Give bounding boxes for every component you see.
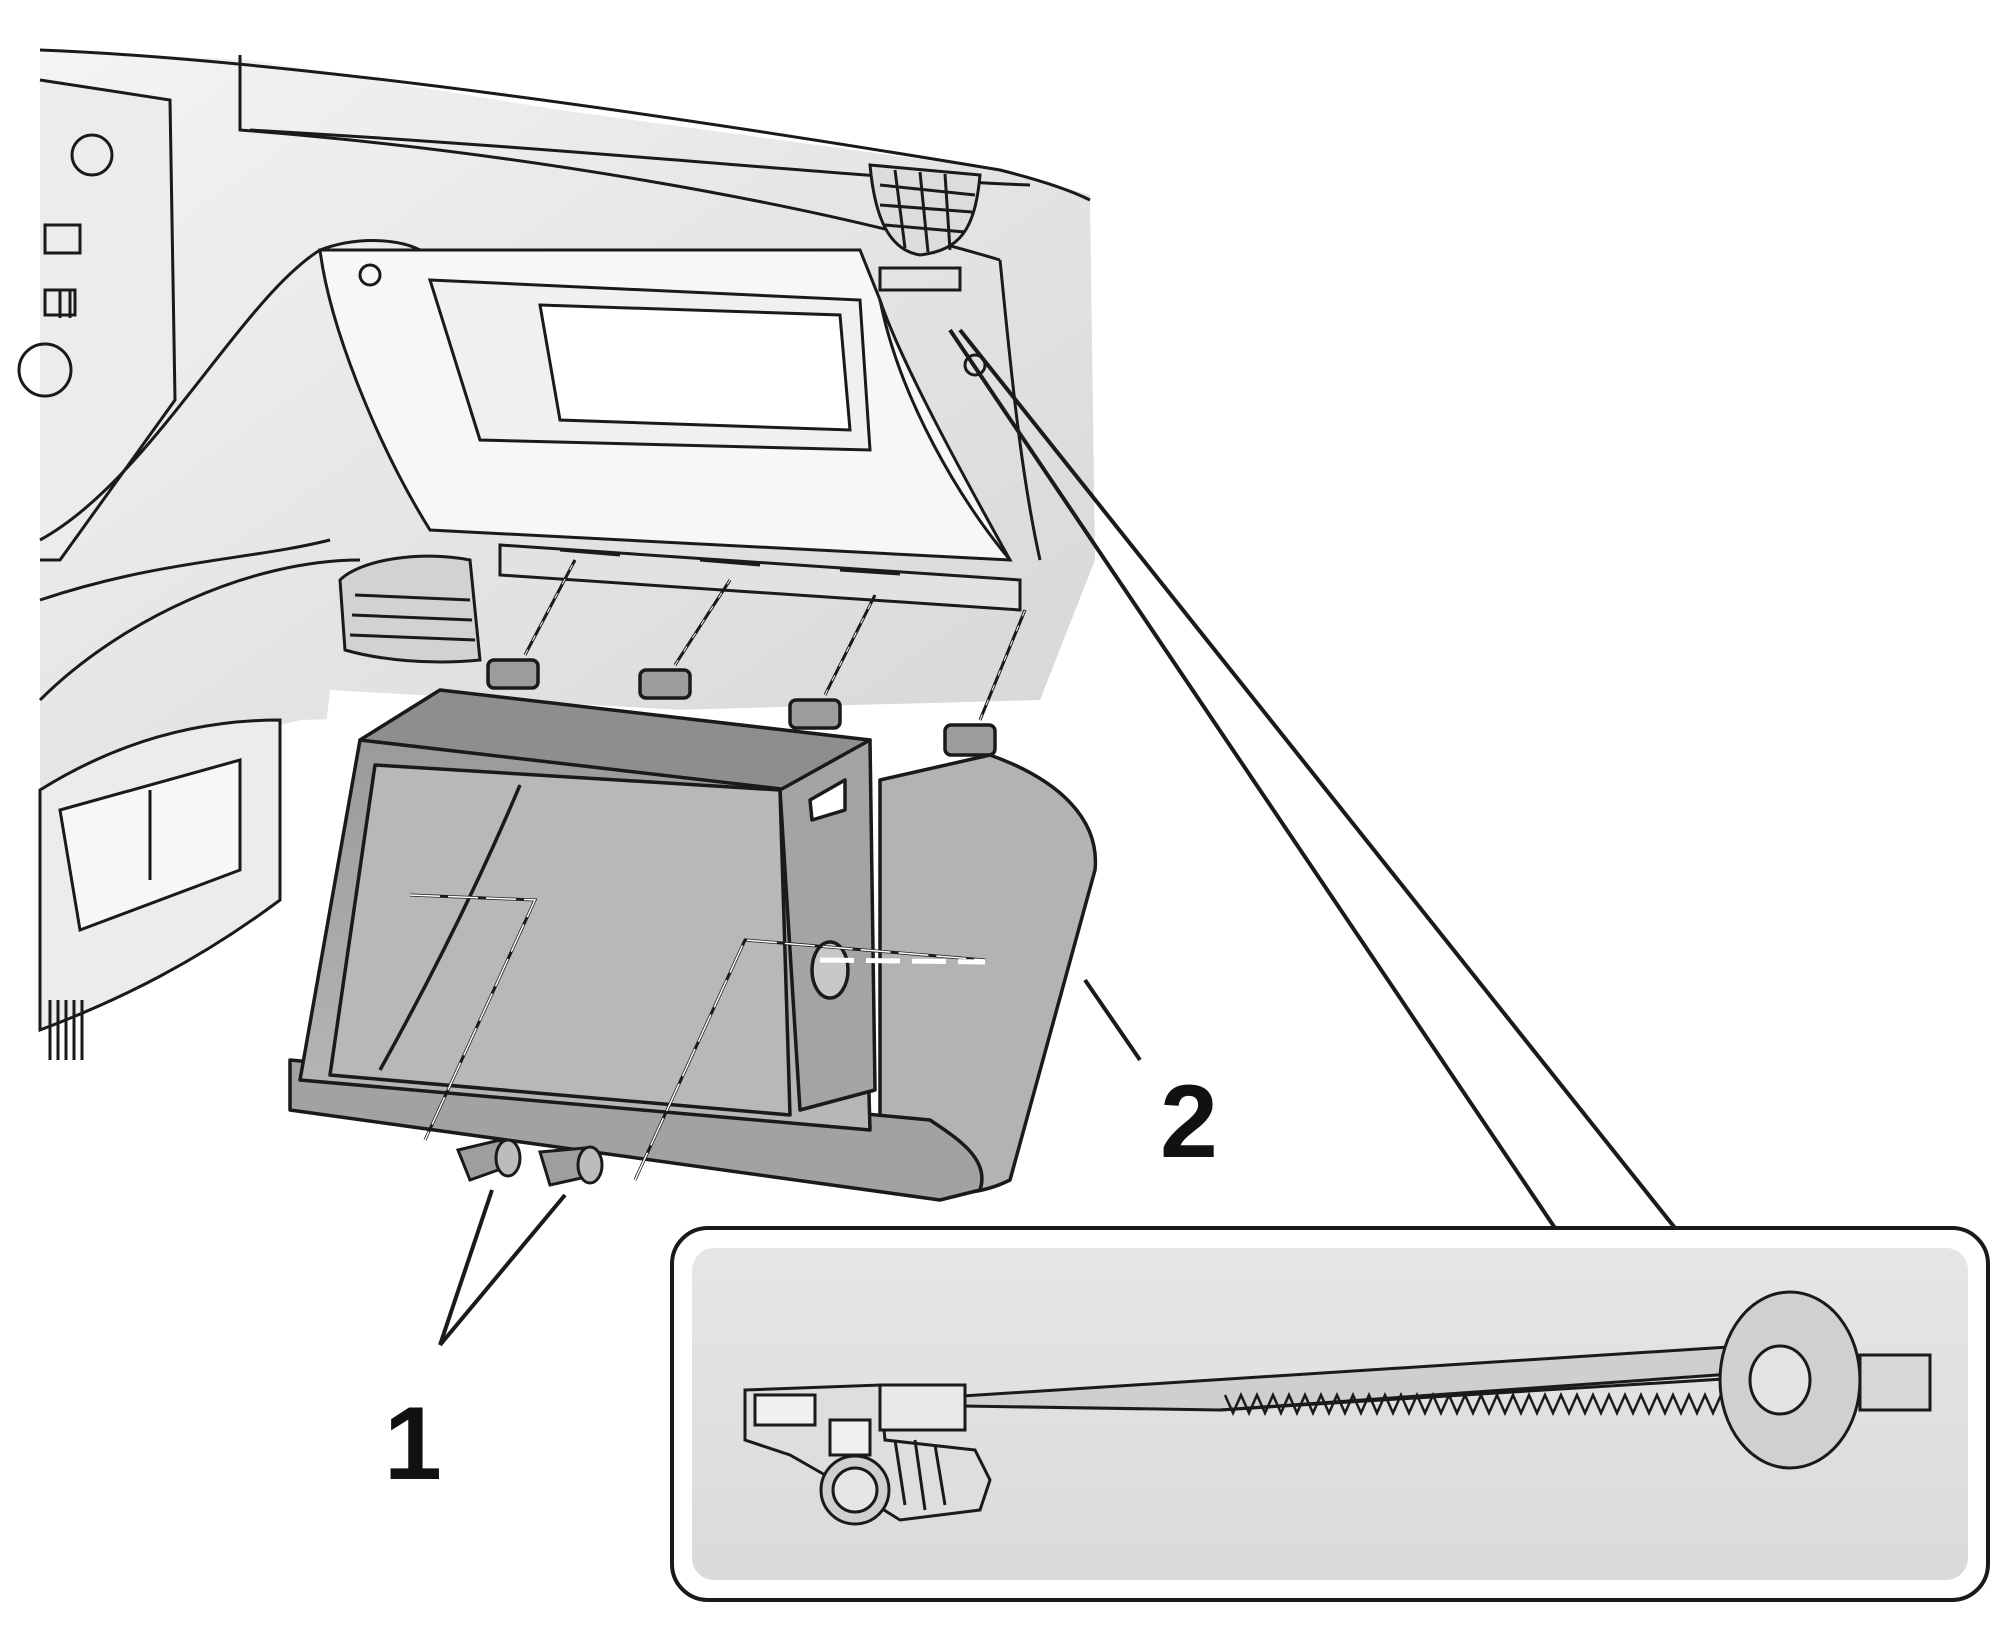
- damper-icon: [743, 1290, 1932, 1526]
- callout-leaders: [438, 328, 1677, 1347]
- clip-guide-lines: [523, 559, 1027, 721]
- fastener-guide-lines: [409, 893, 986, 1181]
- damper-detail-inset: [670, 1226, 1990, 1602]
- glovebox-icon: [259, 658, 1115, 1220]
- dashboard-icon: [17, 48, 1095, 1060]
- callout-2-glovebox: 2: [1160, 1064, 1218, 1180]
- fastener-icon: [455, 1138, 604, 1187]
- callout-1-fasteners: 1: [384, 1386, 442, 1502]
